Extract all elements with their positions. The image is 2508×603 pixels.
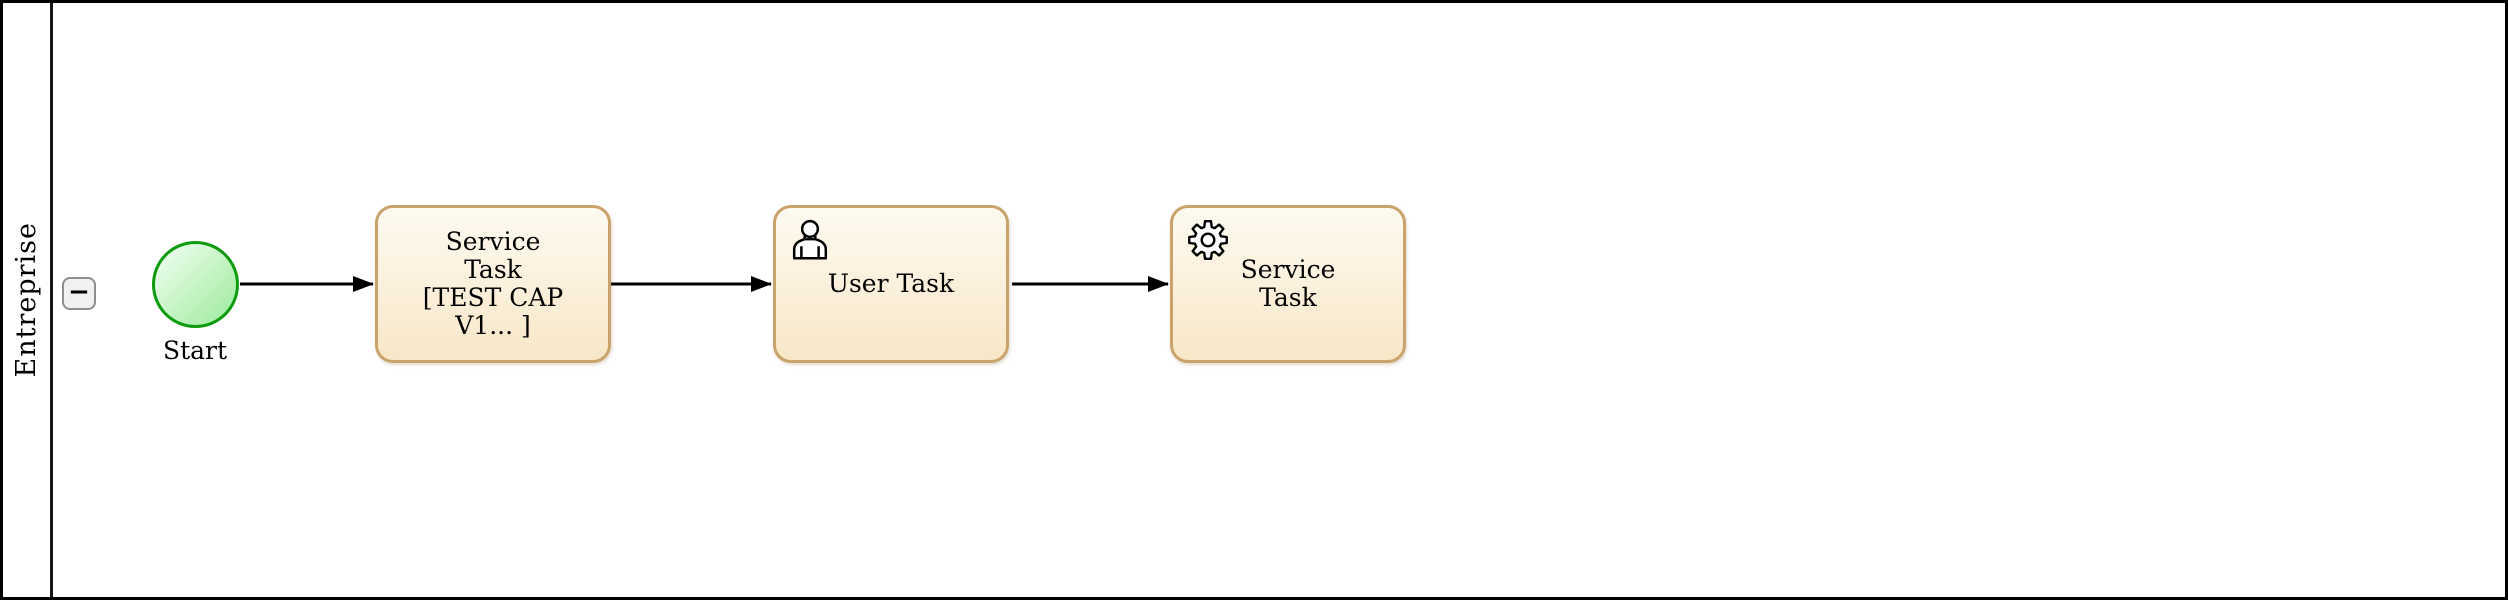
- gear-icon: [1188, 220, 1228, 260]
- task-label: User Task: [827, 269, 955, 298]
- task-label: Service Task [TEST CAP V1... ]: [422, 227, 564, 340]
- user-icon: [792, 219, 828, 260]
- task-user-task[interactable]: User Task: [773, 205, 1009, 363]
- start-event[interactable]: [152, 241, 239, 328]
- task-service-task-1[interactable]: Service Task [TEST CAP V1... ]: [375, 205, 611, 363]
- task-label: Service Task: [1240, 255, 1336, 312]
- sequence-flows: [240, 276, 1169, 292]
- start-event-label: Start: [162, 336, 228, 365]
- lane-label: Entreprise: [11, 222, 42, 378]
- minus-icon: −: [68, 277, 90, 307]
- lane-collapse-button[interactable]: −: [62, 277, 96, 310]
- task-service-task-2[interactable]: Service Task: [1170, 205, 1406, 363]
- lane-header-entreprise[interactable]: Entreprise: [3, 3, 53, 597]
